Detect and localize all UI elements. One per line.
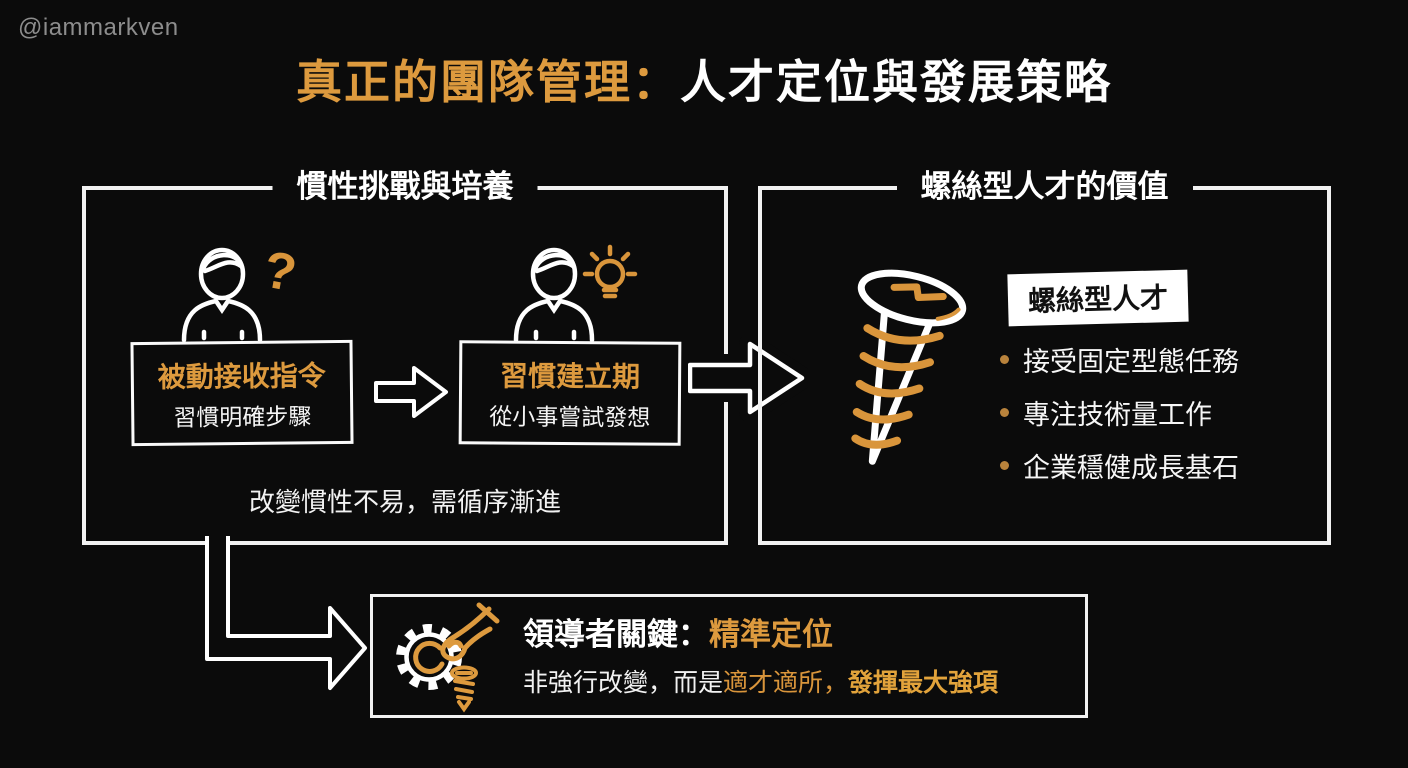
leader-key-subtitle-orange: 適才適所，	[723, 669, 849, 697]
stage-habit-box: 習慣建立期 從小事嘗試發想	[458, 340, 682, 446]
elbow-arrow-icon	[205, 536, 367, 690]
leader-key-title-white: 領導者關鍵：	[523, 617, 709, 652]
leader-key-subtitle-white: 非強行改變，而是	[523, 669, 724, 697]
gear-hand-icon	[396, 602, 500, 713]
stage-habit-subtitle: 從小事嘗試發想	[489, 402, 651, 431]
screw-talent-panel: 螺絲型人才的價值 螺絲型人才 接受固定型態任務	[758, 164, 1331, 545]
leader-key-box: 領導者關鍵：精準定位 非強行改變，而是適才適所，發揮最大強項	[370, 594, 1088, 718]
habit-note: 改變慣性不易，需循序漸進	[248, 487, 561, 517]
bullet-dot-icon	[1000, 355, 1009, 364]
bullet-dot-icon	[1000, 408, 1009, 417]
habit-panel: 慣性挑戰與培養 ?	[82, 164, 728, 545]
arrow-right-icon	[374, 366, 448, 418]
screw-talent-label: 螺絲型人才	[1007, 269, 1189, 327]
bullet-text: 專注技術量工作	[1023, 400, 1212, 430]
person-idea-icon	[513, 244, 638, 343]
arrow-right-icon	[688, 336, 808, 421]
stage-passive-box: 被動接收指令 習慣明確步驟	[130, 339, 354, 447]
list-item: 接受固定型態任務	[1000, 340, 1239, 379]
leader-key-subtitle-orange-bold: 發揮最大強項	[848, 669, 999, 697]
person-icon	[513, 247, 595, 343]
question-mark-icon: ?	[259, 242, 300, 303]
person-question-icon: ?	[181, 242, 300, 343]
screw-talent-panel-title: 螺絲型人才的價值	[896, 164, 1193, 210]
page-title-highlight: 真正的團隊管理：	[296, 56, 680, 108]
list-item: 專注技術量工作	[1000, 393, 1239, 432]
leader-key-text: 領導者關鍵：精準定位 非強行改變，而是適才適所，發揮最大強項	[523, 609, 998, 699]
screw-icon	[450, 665, 478, 713]
page-title: 真正的團隊管理：人才定位與發展策略	[0, 46, 1408, 112]
person-icon	[181, 247, 263, 343]
page-title-rest: 人才定位與發展策略	[680, 56, 1112, 108]
talent-bullet-list: 接受固定型態任務 專注技術量工作 企業穩健成長基石	[1000, 340, 1239, 485]
stage-passive-title: 被動接收指令	[157, 359, 326, 393]
watermark: @iammarkven	[18, 14, 179, 41]
stage-habit-title: 習慣建立期	[499, 360, 641, 392]
leader-key-title-orange: 精準定位	[709, 617, 833, 652]
stage-passive-subtitle: 習慣明確步驟	[173, 402, 312, 431]
habit-panel-title: 慣性挑戰與培養	[272, 164, 538, 210]
bullet-text: 接受固定型態任務	[1023, 347, 1239, 377]
list-item: 企業穩健成長基石	[1000, 446, 1239, 485]
bullet-text: 企業穩健成長基石	[1023, 453, 1239, 483]
leader-key-title: 領導者關鍵：精準定位	[523, 609, 998, 654]
leader-key-subtitle: 非強行改變，而是適才適所，發揮最大強項	[523, 663, 998, 699]
hand-icon	[440, 602, 500, 662]
screw-icon	[851, 269, 967, 465]
lightbulb-icon	[582, 244, 638, 299]
bullet-dot-icon	[1000, 461, 1009, 470]
